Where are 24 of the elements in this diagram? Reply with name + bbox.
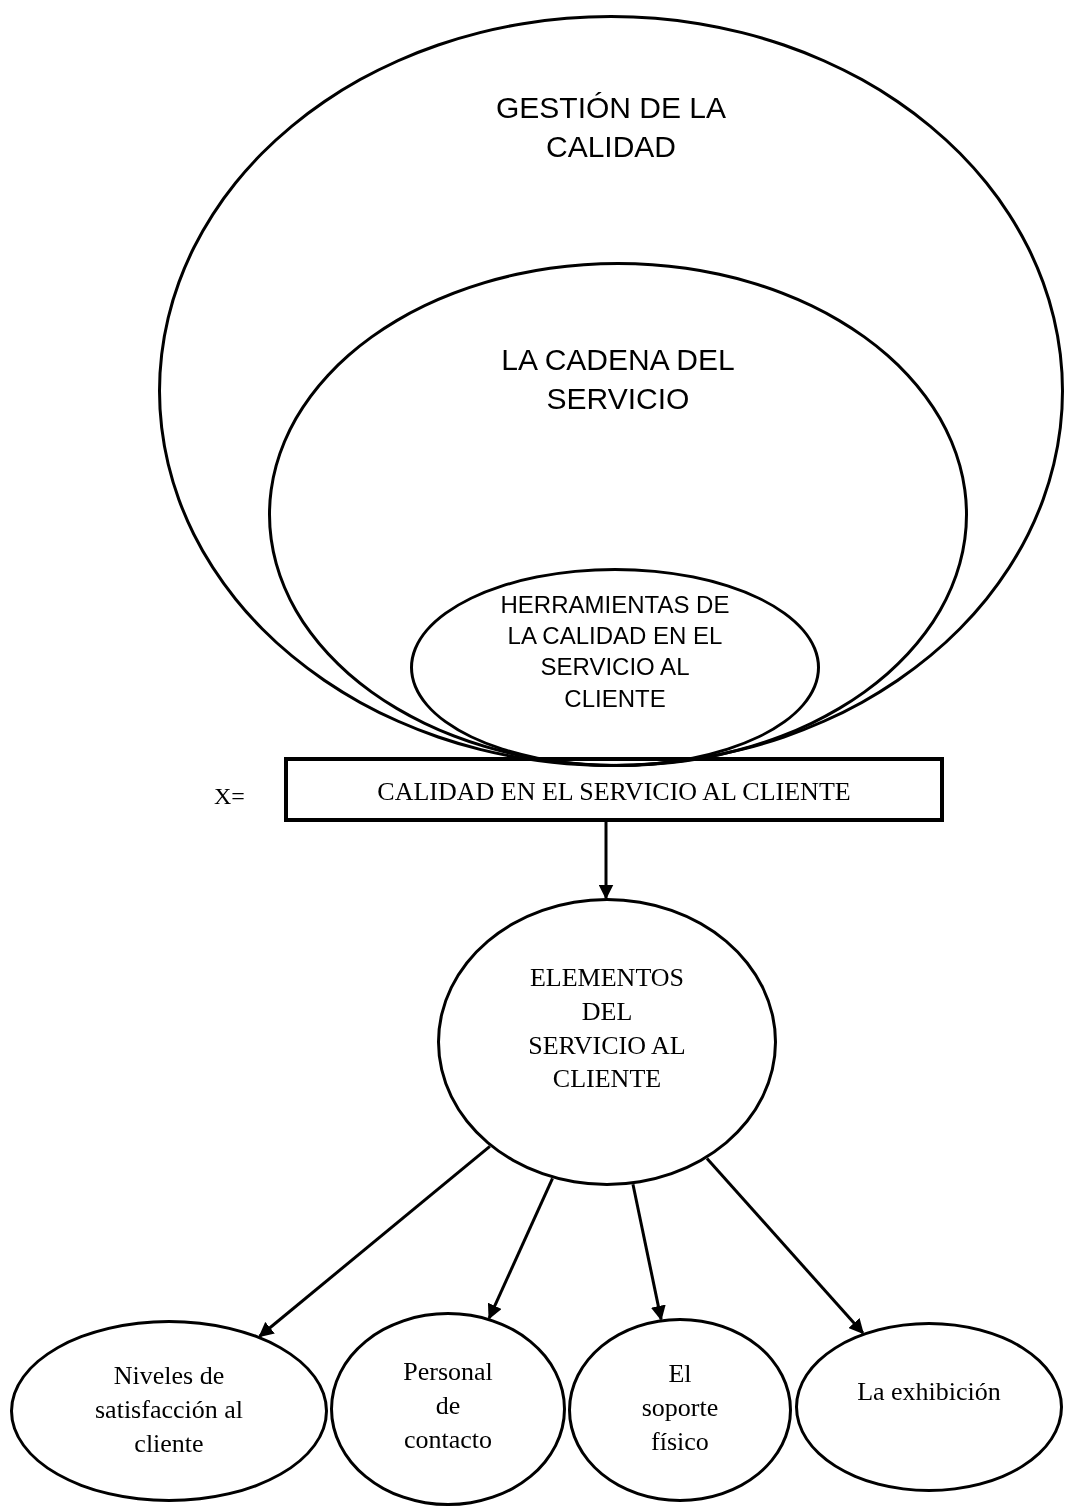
node-text: El soporte físico bbox=[640, 1358, 720, 1458]
ellipse-node bbox=[410, 568, 820, 767]
node-text: CALIDAD EN EL SERVICIO AL CLIENTE bbox=[376, 776, 852, 808]
arrow bbox=[258, 1145, 491, 1338]
node-text: La exhibición bbox=[856, 1376, 1002, 1408]
node-text: ELEMENTOS DEL SERVICIO AL CLIENTE bbox=[527, 962, 687, 1096]
process-box bbox=[284, 757, 944, 822]
arrow bbox=[598, 822, 614, 900]
node-text: HERRAMIENTAS DE LA CALIDAD EN EL SERVICIO AL CLIENTE bbox=[499, 590, 731, 714]
ellipse-node bbox=[268, 262, 968, 767]
node-text: LA CADENA DEL SERVICIO bbox=[500, 342, 736, 417]
node-text: Personal de contacto bbox=[402, 1356, 494, 1456]
ellipse-node bbox=[437, 898, 777, 1186]
arrow bbox=[487, 1177, 554, 1320]
arrow bbox=[705, 1157, 865, 1335]
ellipse-node bbox=[330, 1312, 566, 1506]
ellipse-node bbox=[568, 1318, 792, 1502]
arrow bbox=[631, 1184, 666, 1321]
node-text: Niveles de satisfacción al cliente bbox=[94, 1360, 244, 1460]
ellipse-node bbox=[158, 15, 1064, 767]
ellipse-node bbox=[795, 1322, 1063, 1492]
ellipse-node bbox=[10, 1320, 328, 1502]
node-text: GESTIÓN DE LA CALIDAD bbox=[494, 90, 728, 165]
node-caption: X= bbox=[214, 783, 245, 810]
